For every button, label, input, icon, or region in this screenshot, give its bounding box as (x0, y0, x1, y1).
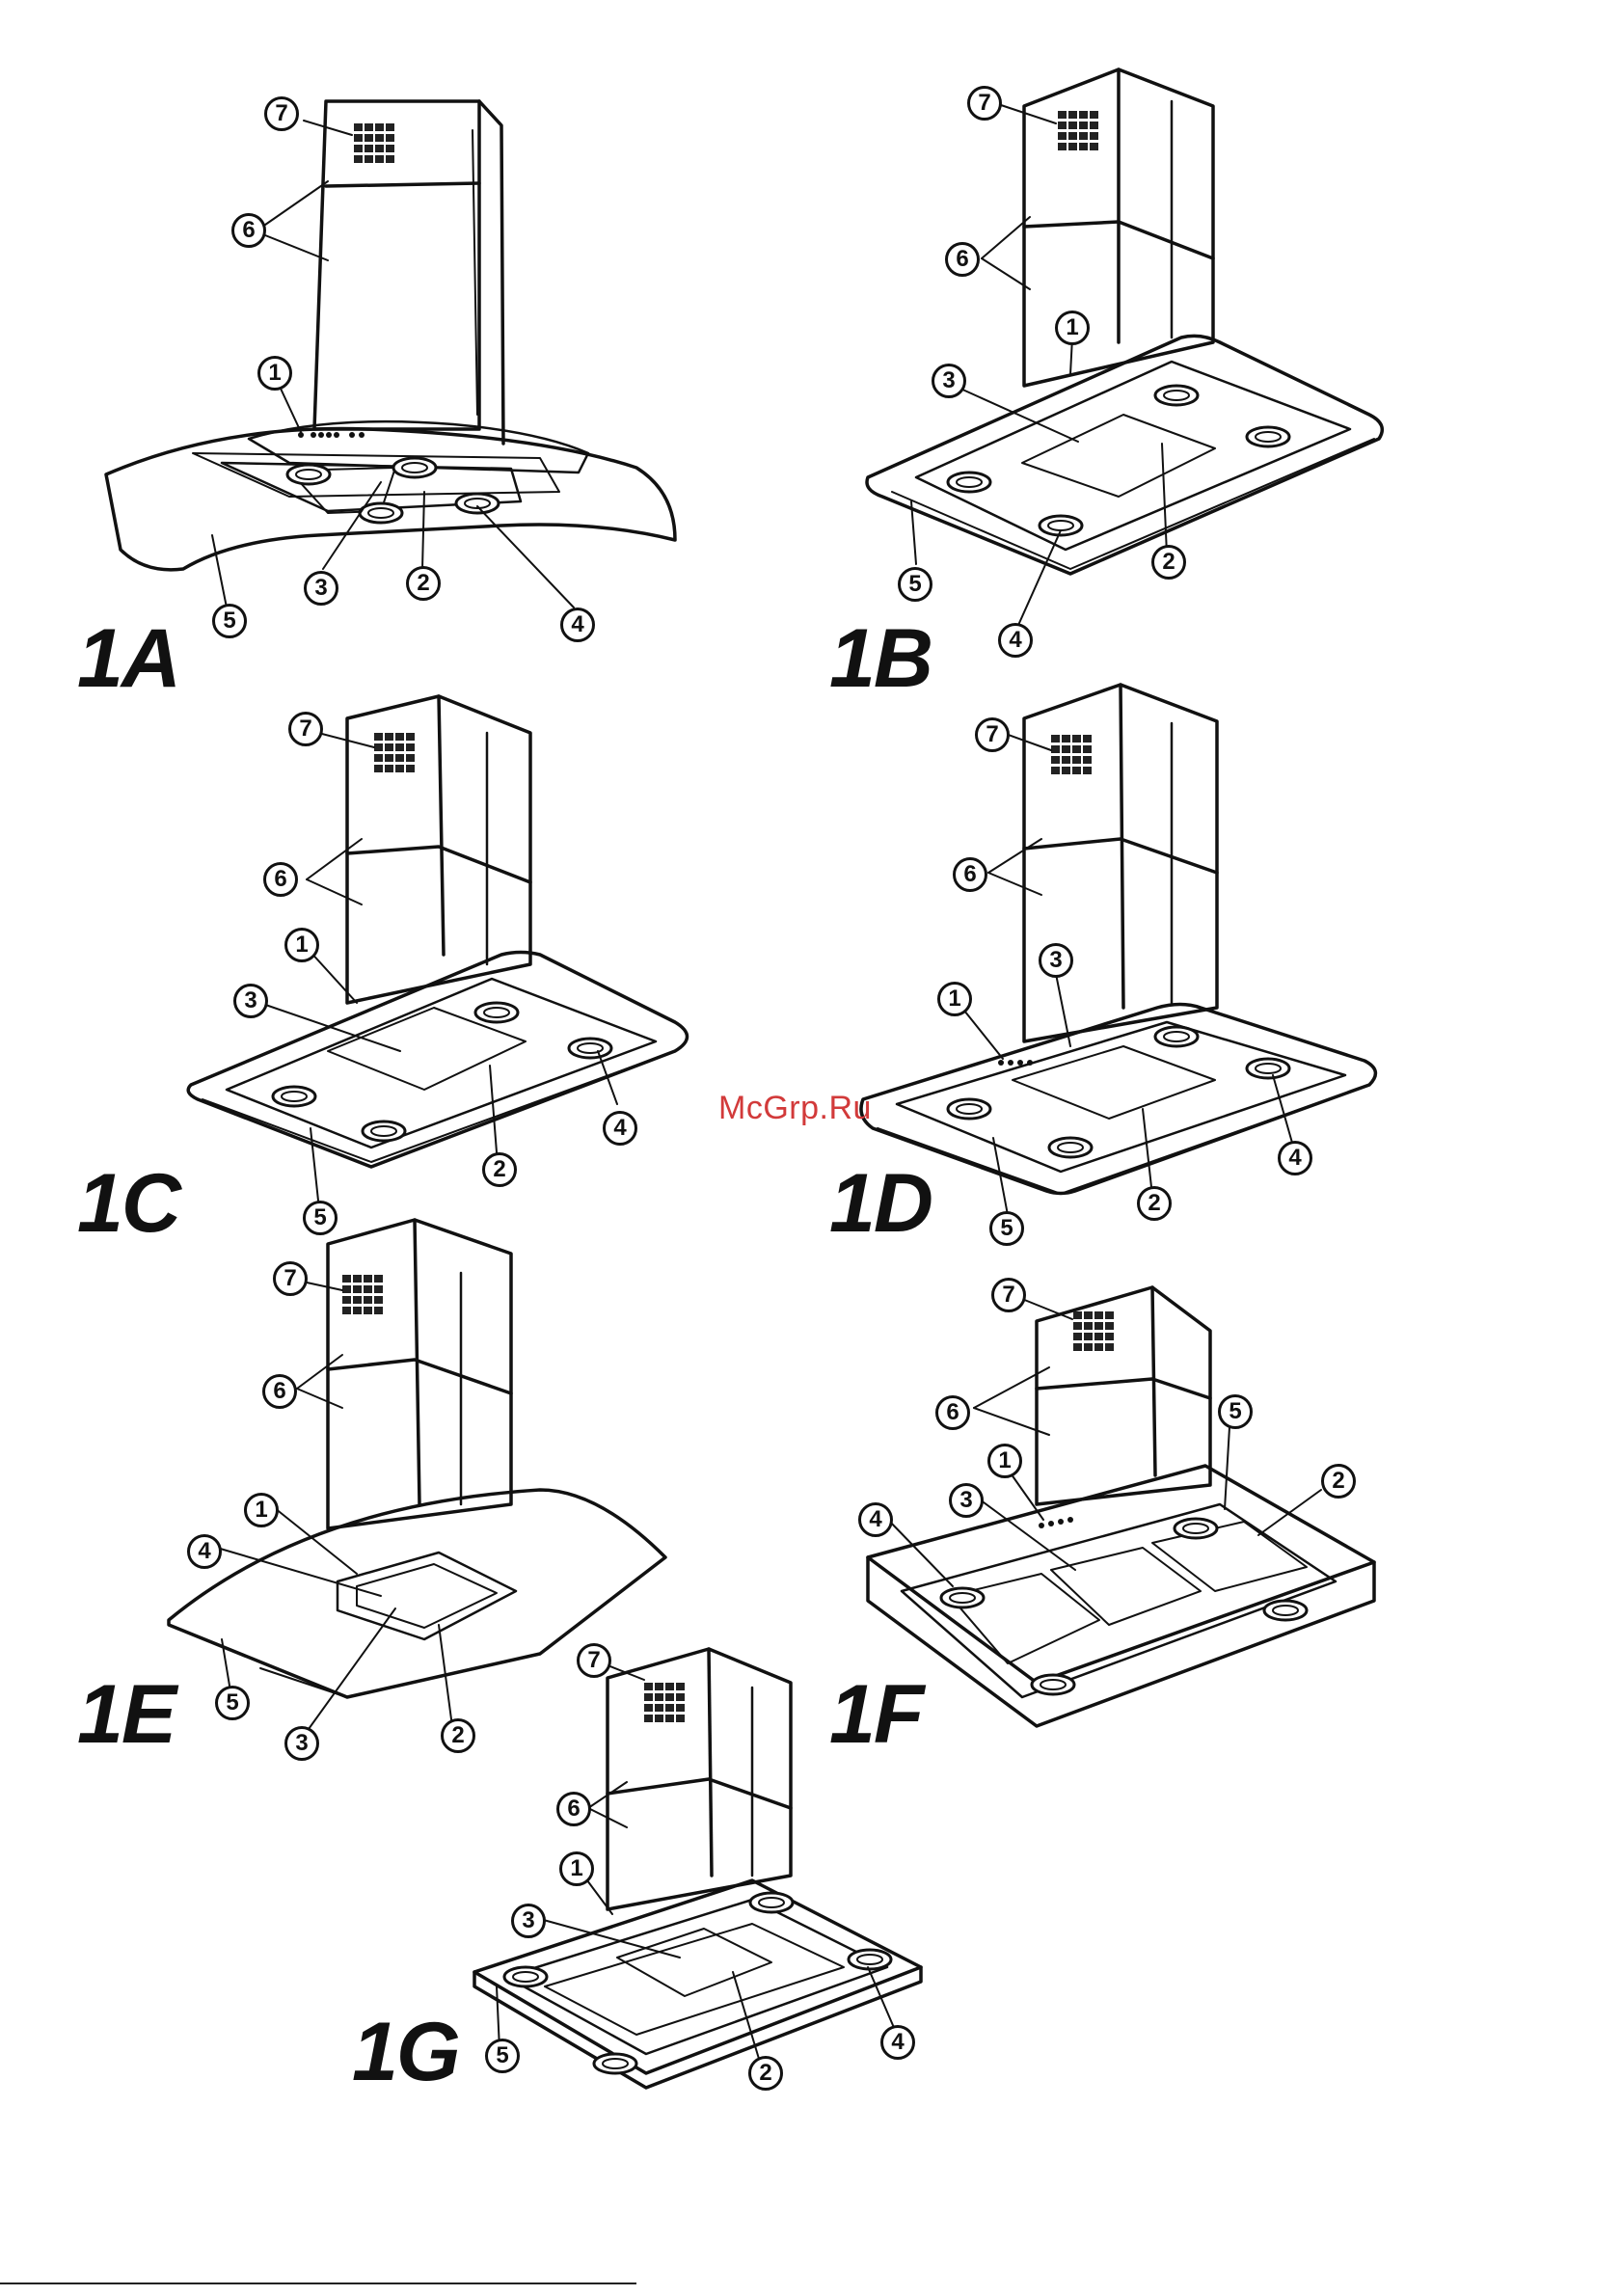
callout-3: 3 (949, 1483, 984, 1518)
callout-4: 4 (858, 1502, 893, 1537)
figure-label-1d: 1D (829, 1162, 932, 1245)
callout-7: 7 (991, 1278, 1026, 1312)
callout-3: 3 (304, 571, 338, 606)
callout-2: 2 (441, 1718, 475, 1753)
callout-5: 5 (485, 2039, 520, 2073)
callout-4: 4 (560, 608, 595, 642)
figure-label-1f: 1F (829, 1673, 922, 1756)
callout-4: 4 (187, 1534, 222, 1569)
callout-5: 5 (215, 1686, 250, 1720)
callout-5: 5 (303, 1201, 338, 1235)
callout-2: 2 (1137, 1186, 1172, 1221)
callout-1: 1 (284, 928, 319, 962)
callout-6: 6 (263, 862, 298, 897)
watermark-text: McGrp.Ru (718, 1090, 872, 1127)
callout-7: 7 (288, 712, 323, 746)
callout-2: 2 (1321, 1464, 1356, 1499)
figure-1d-drawing (861, 685, 1375, 1215)
callout-1: 1 (559, 1851, 594, 1886)
callout-2: 2 (748, 2056, 783, 2091)
callout-1: 1 (257, 356, 292, 391)
callout-6: 6 (231, 213, 266, 248)
callout-4: 4 (1278, 1141, 1312, 1175)
callout-3: 3 (511, 1904, 546, 1938)
callout-6: 6 (945, 242, 980, 277)
callout-2: 2 (482, 1152, 517, 1187)
figure-label-1e: 1E (77, 1673, 175, 1756)
callout-4: 4 (998, 623, 1033, 658)
callout-7: 7 (273, 1261, 308, 1296)
callout-6: 6 (953, 857, 987, 892)
callout-5: 5 (1218, 1394, 1253, 1429)
callout-7: 7 (577, 1643, 611, 1678)
callout-7: 7 (975, 717, 1010, 752)
callout-3: 3 (284, 1726, 319, 1761)
figure-label-1b: 1B (829, 617, 932, 700)
callout-1: 1 (244, 1493, 279, 1527)
figure-1b-drawing (867, 69, 1382, 632)
callout-3: 3 (1039, 943, 1073, 978)
callout-2: 2 (1151, 545, 1186, 580)
figure-label-1g: 1G (352, 2011, 459, 2093)
figure-1a-drawing (106, 101, 675, 608)
callout-3: 3 (932, 364, 966, 398)
callout-4: 4 (603, 1111, 637, 1146)
callout-1: 1 (1055, 311, 1090, 345)
callout-7: 7 (264, 96, 299, 131)
figure-label-1a: 1A (77, 617, 179, 700)
callout-1: 1 (987, 1444, 1022, 1478)
figure-label-1c: 1C (77, 1162, 179, 1245)
figure-1f-drawing (868, 1287, 1374, 1726)
callout-4: 4 (880, 2025, 915, 2060)
callout-6: 6 (935, 1395, 970, 1430)
callout-6: 6 (556, 1792, 591, 1826)
callout-3: 3 (233, 984, 268, 1018)
bottom-divider (0, 2282, 636, 2284)
callout-5: 5 (898, 567, 932, 602)
callout-1: 1 (937, 982, 972, 1016)
callout-5: 5 (989, 1211, 1024, 1246)
callout-5: 5 (212, 604, 247, 638)
callout-7: 7 (967, 86, 1002, 121)
callout-6: 6 (262, 1374, 297, 1409)
callout-2: 2 (406, 566, 441, 601)
